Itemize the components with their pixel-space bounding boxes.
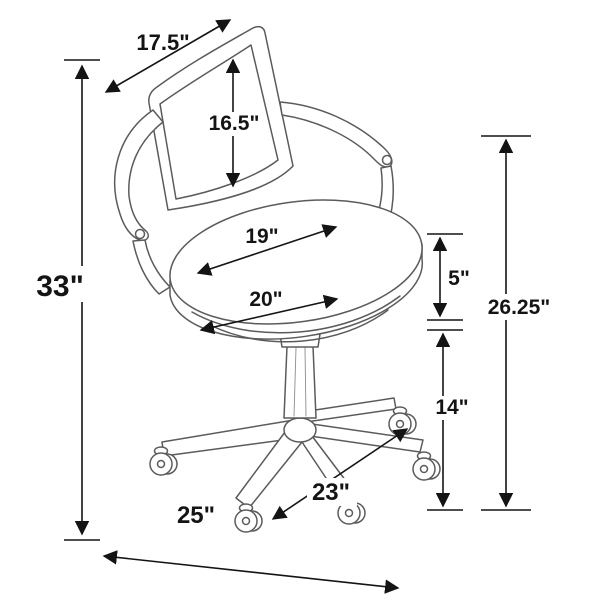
label-mask	[30, 266, 90, 302]
dimension-back-width	[104, 19, 232, 93]
caster	[388, 406, 417, 436]
dimension-arm-height	[481, 135, 531, 511]
dimension-arrow	[199, 294, 339, 335]
caster	[412, 451, 441, 481]
dimension-label-base-width: 23"	[312, 479, 350, 506]
dimension-label-arm-height: 26.25"	[488, 296, 551, 319]
label-mask	[307, 478, 357, 506]
pedestal-rib	[293, 347, 297, 417]
pedestal-column	[283, 345, 317, 419]
dimension-label-seat-depth: 19"	[245, 225, 278, 248]
right-arm-scroll	[381, 154, 393, 166]
base-hub	[283, 417, 317, 443]
pedestal	[279, 333, 321, 419]
dimension-seat-thickness	[427, 233, 463, 321]
dimension-base-width	[271, 428, 409, 520]
dimension-label-overall-depth: 25"	[177, 502, 215, 529]
label-mask	[205, 112, 263, 136]
caster	[234, 503, 263, 533]
dimension-arrow	[271, 428, 409, 520]
dimension-seat-width	[199, 294, 339, 335]
left-arm-scroll	[134, 228, 146, 240]
dimension-arrow	[196, 224, 338, 276]
chair-illustration	[114, 25, 441, 533]
dimension-labels: 33" 17.5" 16.5" 19" 20" 5" 26.25" 14" 23…	[30, 30, 557, 529]
dimension-arrow	[104, 19, 232, 93]
pedestal-rib	[304, 347, 307, 417]
dimension-label-back-width: 17.5"	[136, 30, 189, 55]
left-arm-support	[132, 239, 171, 295]
label-mask	[431, 396, 473, 420]
dimension-arrow	[102, 550, 400, 594]
dimension-seat-depth	[196, 224, 338, 276]
dimension-overall-depth	[102, 550, 400, 594]
caster	[149, 446, 178, 476]
dimension-label-back-height: 16.5"	[209, 112, 260, 135]
dimension-label-base-height: 14"	[435, 396, 468, 419]
dimension-label-seat-width: 20"	[249, 288, 282, 311]
right-arm-band	[279, 101, 393, 168]
dimension-label-seat-thickness: 5"	[448, 267, 470, 290]
left-arm-band	[114, 109, 164, 242]
dimension-label-overall-height: 33"	[36, 270, 84, 303]
left-armrest	[114, 109, 171, 295]
label-mask	[483, 294, 557, 320]
